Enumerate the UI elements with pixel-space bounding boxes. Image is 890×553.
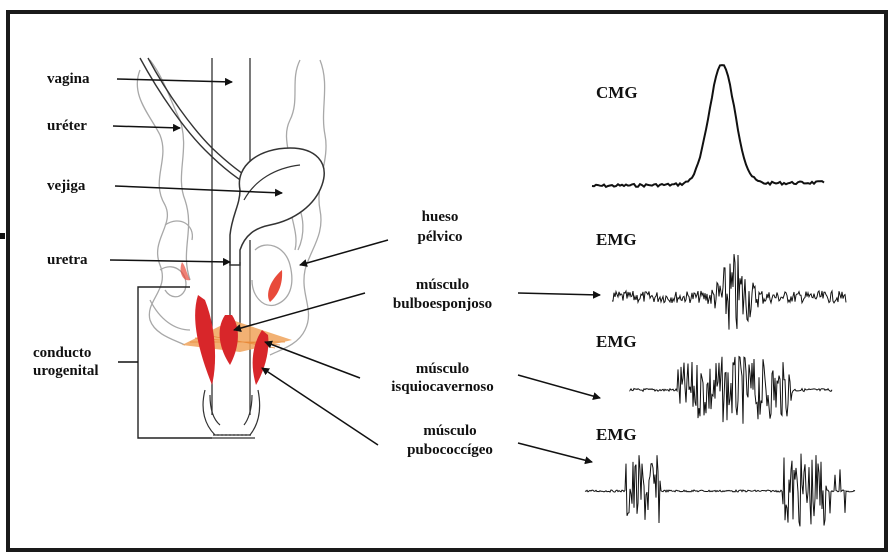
label-bulbo-line2: bulboesponjoso bbox=[370, 295, 515, 313]
label-bulbo-line1: músculo bbox=[370, 276, 515, 294]
label-cmg: CMG bbox=[596, 83, 638, 103]
muscle-group bbox=[181, 262, 292, 385]
label-vejiga: vejiga bbox=[47, 177, 85, 195]
label-hueso-line2: pélvico bbox=[390, 228, 490, 246]
label-isquio-line1: músculo bbox=[365, 360, 520, 378]
arrow-pubo bbox=[262, 368, 378, 445]
label-conducto-line2: urogenital bbox=[33, 362, 99, 380]
arrow-isquio-emg bbox=[518, 375, 600, 398]
arrow-pubo-emg bbox=[518, 443, 592, 462]
arrow-vagina bbox=[117, 79, 232, 82]
label-emg-2: EMG bbox=[596, 332, 637, 352]
pelvic-bone-red-right bbox=[268, 270, 282, 302]
emg3-trace bbox=[585, 454, 855, 527]
label-hueso-line1: hueso bbox=[390, 208, 490, 226]
arrow-bulbo-emg bbox=[518, 293, 600, 295]
label-conducto-line1: conducto bbox=[33, 344, 91, 362]
label-emg-3: EMG bbox=[596, 425, 637, 445]
pelvic-bone-red-left bbox=[181, 262, 190, 280]
label-pubo-line1: músculo bbox=[380, 422, 520, 440]
arrow-ureter bbox=[113, 126, 180, 128]
signal-traces bbox=[585, 65, 855, 526]
arrow-bulbo bbox=[234, 293, 365, 330]
label-uretra: uretra bbox=[47, 251, 88, 269]
arrow-isquio bbox=[265, 342, 360, 378]
bulbospongiosus-muscle bbox=[220, 315, 238, 365]
label-emg-1: EMG bbox=[596, 230, 637, 250]
emg1-trace bbox=[612, 254, 846, 330]
label-isquio-line2: isquiocavernoso bbox=[365, 378, 520, 396]
arrow-hueso bbox=[300, 240, 388, 265]
label-ureter: uréter bbox=[47, 117, 87, 135]
anatomy-drawing bbox=[137, 58, 326, 438]
label-vagina: vagina bbox=[47, 70, 90, 88]
emg2-trace bbox=[630, 357, 832, 424]
label-pubo-line2: pubococcígeo bbox=[380, 441, 520, 459]
